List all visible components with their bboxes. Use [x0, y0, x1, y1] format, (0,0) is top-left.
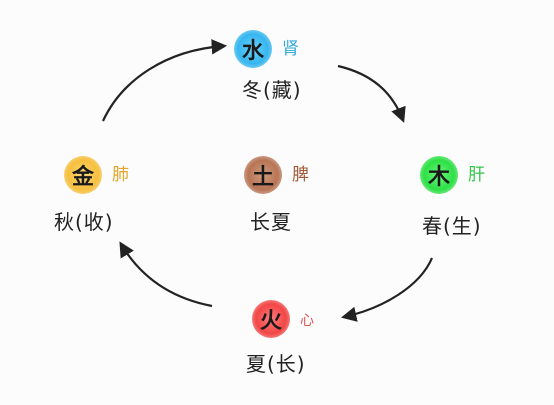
arrow-metal-to-water	[102, 39, 228, 122]
water-node: 水 肾 冬(藏)	[222, 24, 352, 114]
wood-season-label: 春(生)	[422, 214, 482, 238]
earth-node: 土 脾 长夏	[228, 148, 358, 238]
fire-node: 火 心 夏(长)	[238, 294, 368, 384]
water-organ-label: 肾	[282, 39, 299, 59]
earth-season-label: 长夏	[250, 210, 292, 234]
arrow-wood-to-fire	[340, 257, 434, 322]
fire-glyph: 火	[252, 300, 290, 338]
arrow-fire-to-metal	[119, 241, 213, 308]
wood-node: 木 肝 春(生)	[408, 148, 538, 238]
fire-organ-label: 心	[300, 313, 314, 329]
metal-organ-label: 肺	[112, 165, 129, 185]
water-glyph: 水	[234, 30, 272, 68]
earth-glyph: 土	[244, 156, 282, 194]
earth-organ-label: 脾	[292, 165, 309, 185]
wood-glyph: 木	[420, 156, 458, 194]
wood-organ-label: 肝	[468, 165, 485, 185]
fire-season-label: 夏(长)	[246, 352, 306, 376]
water-season-label: 冬(藏)	[242, 78, 302, 102]
metal-glyph: 金	[64, 156, 102, 194]
metal-node: 金 肺 秋(收)	[52, 148, 182, 238]
arrow-water-to-wood	[337, 64, 406, 123]
metal-season-label: 秋(收)	[54, 210, 114, 234]
